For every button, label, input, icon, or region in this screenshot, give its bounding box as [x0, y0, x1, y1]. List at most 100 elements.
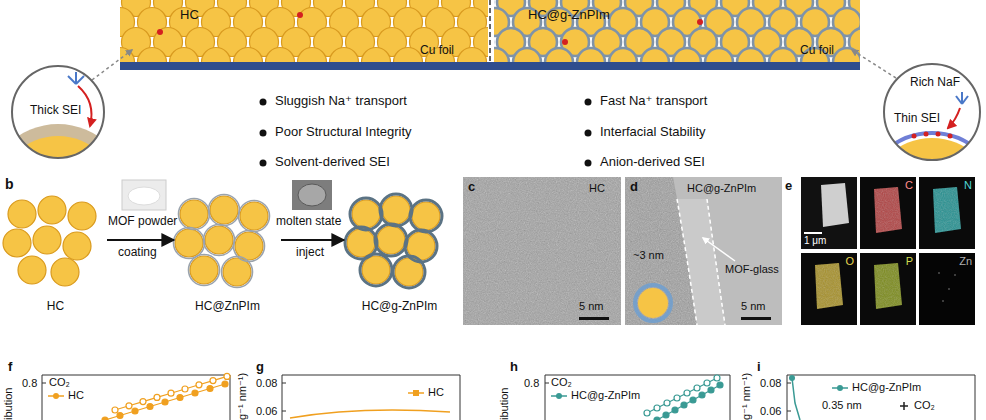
zoom-leader — [92, 50, 132, 80]
particle-group: HC@g-ZnPIm — [346, 196, 453, 318]
zoom-leader — [92, 50, 896, 80]
chart-panel-shape — [147, 404, 153, 410]
particle-cluster — [3, 194, 442, 288]
tem-image-shape — [677, 199, 725, 325]
eds-map-tile: P — [860, 253, 916, 325]
node-text: CO₂ — [49, 376, 70, 389]
text-label: Cu foil — [800, 44, 834, 58]
node-text: N — [964, 179, 972, 192]
chart-panel-shape — [182, 386, 188, 392]
chart-panel-shape — [654, 405, 660, 411]
tem-image-shape — [638, 288, 668, 318]
text-label: HC — [180, 8, 199, 23]
chart-panel-shape — [690, 397, 696, 403]
node-text: 5 nm — [579, 300, 603, 313]
text-label: HC@g-ZnPIm — [528, 8, 610, 23]
tem-image-shape — [741, 317, 771, 320]
bullet-dot — [260, 99, 267, 106]
chart-panel-shape — [112, 407, 118, 413]
text-label: ibution — [2, 388, 15, 420]
zoom-circle-shape — [882, 133, 982, 162]
node-text: Rich NaF — [910, 76, 960, 90]
zoom-circle-shape — [68, 72, 84, 84]
chart-panel-shape — [837, 385, 843, 391]
zoom-circle-shape — [948, 108, 960, 128]
node-text: HC@g-ZnPIm — [852, 381, 921, 394]
node-text: MOF-glass — [725, 263, 779, 276]
zoom-circle: Rich NaFThin SEI — [882, 62, 982, 162]
particle-cluster — [345, 194, 442, 288]
eds-map-tile-shape — [938, 272, 940, 274]
chart-panel-shape — [117, 413, 123, 419]
chart-panel-shape — [53, 393, 59, 399]
zoom-circle-shape — [882, 132, 982, 163]
eds-map-tile-shape — [874, 263, 902, 309]
chart-panel-shape — [222, 381, 228, 387]
electrode-particles — [120, 0, 860, 62]
tem-image-shape — [463, 177, 621, 325]
chart-panel-shape — [900, 402, 908, 410]
sample-photo — [298, 184, 326, 206]
chart-panel-shape — [717, 382, 723, 388]
eds-map-tile-shape — [919, 253, 975, 325]
zoom-circle-shape — [10, 136, 106, 160]
bullet-dot — [260, 160, 267, 167]
sem-tile: 1 μm — [801, 177, 857, 249]
chart-panel: fCO₂HC — [5, 358, 233, 420]
node-text: ~3 nm — [633, 249, 664, 262]
chart-panel-shape — [674, 395, 680, 401]
tem-image-shape — [677, 199, 697, 325]
zoom-circle-shape — [936, 132, 941, 137]
text-label: g⁻¹ nm⁻¹) — [236, 373, 249, 420]
eds-map-tile-shape — [801, 253, 857, 325]
node-text: i — [757, 360, 761, 375]
chart-panel-shape — [708, 387, 714, 393]
zoom-circle-shape — [76, 76, 84, 84]
eds-map-tile-shape — [948, 288, 950, 290]
node-text: 5 nm — [741, 300, 765, 313]
chart-panel-shape — [413, 390, 419, 396]
text-label: molten state — [276, 215, 341, 229]
zoom-circle-shape — [912, 134, 917, 139]
chart-panel-shape — [681, 402, 687, 408]
tem-image-shape — [463, 177, 621, 325]
eds-map-tile-shape — [954, 274, 956, 276]
eds-map-tile-shape — [933, 187, 961, 233]
chart-panel-shape — [192, 390, 198, 396]
chart-panel-shape — [684, 390, 690, 396]
chart-panel-shape — [704, 380, 710, 386]
particle-cluster — [3, 196, 96, 286]
chart-panel-shape — [714, 375, 720, 381]
node-text: C — [905, 179, 913, 192]
text-label: MOF powder — [108, 215, 177, 229]
chart-panel-shape — [42, 375, 230, 420]
cu-foil-bar — [120, 62, 860, 70]
chart-panel-shape — [177, 395, 183, 401]
bullet-dot — [585, 130, 592, 137]
chart-panel-shape — [168, 390, 174, 396]
chart-panel-shape — [545, 375, 730, 420]
zoom-circle-shape — [948, 134, 953, 139]
chart-panel-shape — [154, 394, 160, 400]
node-text: HC@ZnPIm — [176, 300, 279, 314]
chart-panel: gHC — [250, 358, 465, 420]
chart-panel-shape — [644, 410, 650, 416]
text-label: 0.08 — [256, 377, 277, 390]
text-label: 0.8 — [524, 377, 539, 390]
chart-panel-shape — [132, 408, 138, 414]
node-text: g — [256, 360, 264, 375]
tem-image-shape — [707, 199, 725, 325]
bullet-dot — [585, 99, 592, 106]
text-label: Sluggish Na⁺ transport — [275, 94, 407, 109]
process-arrow — [281, 239, 344, 241]
zoom-circle-shape — [884, 64, 980, 160]
chart-panel-shape — [699, 392, 705, 398]
divider-line — [489, 0, 491, 62]
chart-panel-shape — [290, 410, 450, 418]
text-label: inject — [296, 246, 324, 260]
node-text: 1 μm — [804, 235, 826, 247]
chart-panel-shape — [207, 386, 213, 392]
eds-panel: e1 μmCNOPZn — [783, 177, 986, 325]
node-text: HC@g-ZnPIm — [346, 300, 453, 314]
